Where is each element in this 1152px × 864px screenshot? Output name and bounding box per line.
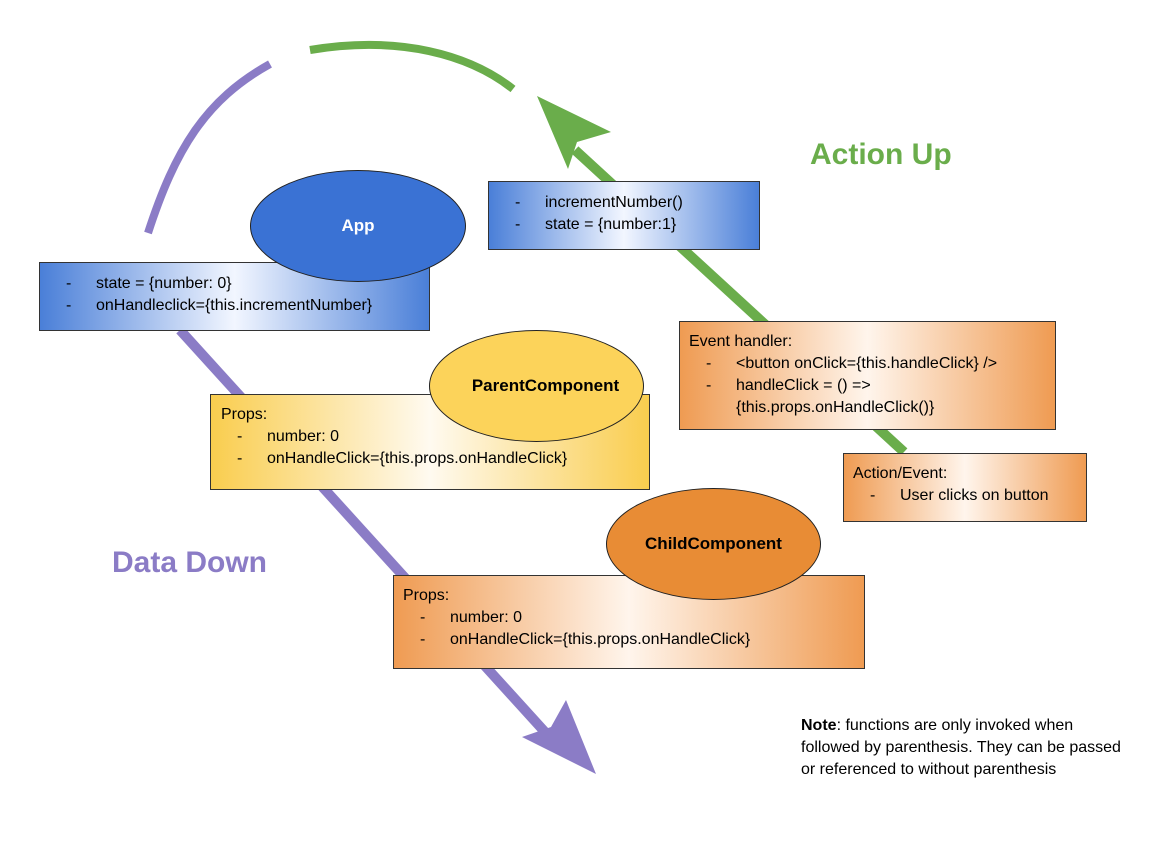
child-component-node: ChildComponent (606, 488, 821, 600)
action-event-title: Action/Event: (853, 465, 948, 482)
app-state-item: state = {number: 0} (40, 273, 429, 295)
parent-props-box: Props: number: 0 onHandleClick={this.pro… (210, 394, 650, 490)
event-handler-title: Event handler: (689, 333, 793, 350)
note-text: Note: functions are only invoked when fo… (801, 715, 1121, 781)
event-handler-function: handleClick = () => (680, 375, 1055, 397)
parent-component-node: ParentComponent (429, 330, 644, 442)
app-node: App (250, 170, 466, 282)
parent-component-label: ParentComponent (471, 376, 620, 395)
parent-props-title: Props: (221, 406, 268, 423)
child-props-handler: onHandleClick={this.props.onHandleClick} (394, 629, 864, 651)
app-handler-item: onHandleclick={this.incrementNumber} (40, 295, 429, 317)
action-up-arrowhead (537, 96, 611, 169)
event-handler-button: <button onClick={this.handleClick} /> (680, 353, 1055, 375)
action-event-item: User clicks on button (844, 485, 1086, 507)
increment-box: incrementNumber() state = {number:1} (488, 181, 760, 250)
note-body: : functions are only invoked when follow… (801, 717, 1121, 778)
increment-state-item: state = {number:1} (489, 214, 759, 236)
action-up-arc (309, 41, 516, 93)
child-component-label: ChildComponent (645, 534, 782, 553)
data-down-arrowhead (522, 700, 596, 774)
action-up-label: Action Up (810, 138, 952, 171)
event-handler-box: Event handler: <button onClick={this.han… (679, 321, 1056, 430)
app-node-label: App (341, 216, 375, 235)
app-state-box: state = {number: 0} onHandleclick={this.… (39, 262, 430, 331)
increment-item: incrementNumber() (489, 192, 759, 214)
event-handler-body: {this.props.onHandleClick()} (736, 399, 935, 416)
child-props-title: Props: (403, 587, 450, 604)
data-down-arc (144, 60, 272, 235)
action-event-box: Action/Event: User clicks on button (843, 453, 1087, 522)
child-props-box: Props: number: 0 onHandleClick={this.pro… (393, 575, 865, 669)
parent-props-number: number: 0 (211, 426, 649, 448)
note-bold: Note (801, 717, 837, 734)
child-props-number: number: 0 (394, 607, 864, 629)
data-down-label: Data Down (112, 546, 268, 579)
parent-props-handler: onHandleClick={this.props.onHandleClick} (211, 448, 649, 470)
